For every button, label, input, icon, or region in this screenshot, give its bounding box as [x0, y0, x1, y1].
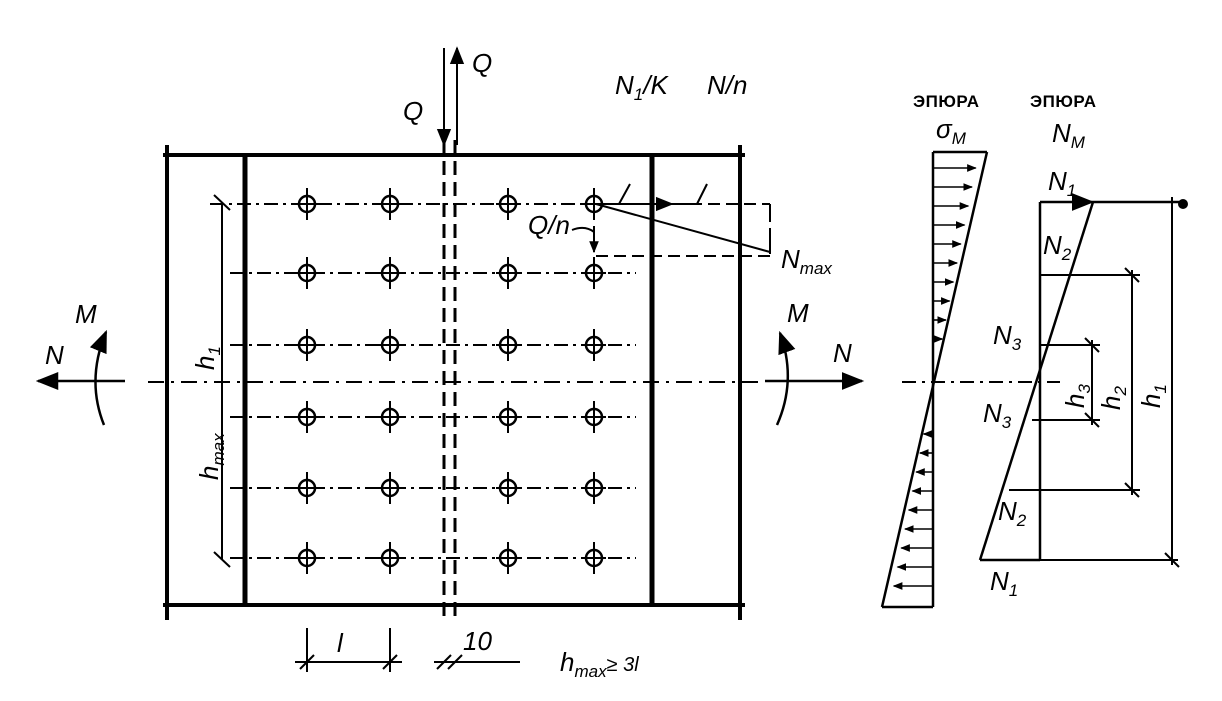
n-diagram-symbol: NM — [1052, 118, 1086, 152]
n3-bottom-label: N3 — [983, 398, 1012, 432]
bolt — [378, 401, 402, 433]
n1-bottom-label: N1 — [990, 566, 1018, 600]
nmax-label: Nmax — [781, 244, 832, 278]
bolt — [496, 329, 520, 361]
bolt — [582, 542, 606, 574]
n-diagram-title: ЭПЮРА — [1030, 92, 1096, 111]
bolt — [295, 257, 319, 289]
h3-label: h3 — [1060, 384, 1094, 408]
bolt — [496, 472, 520, 504]
n3-top-label: N3 — [993, 320, 1022, 354]
bolt — [295, 542, 319, 574]
n-over-n-label: N/n — [707, 70, 747, 100]
bolt — [582, 472, 606, 504]
bolt-spacing-label: l — [337, 628, 344, 658]
n-left-label: N — [45, 340, 64, 370]
h1-label: h1 — [1136, 384, 1170, 408]
bolt — [582, 257, 606, 289]
bolt — [582, 329, 606, 361]
h2-label: h2 — [1096, 386, 1130, 410]
bolt-grid — [295, 188, 606, 574]
q-over-n-label: Q/n — [528, 210, 570, 240]
edge-gap-label: 10 — [463, 626, 492, 656]
bolt — [378, 542, 402, 574]
q-up-label: Q — [472, 48, 492, 78]
q-down-label: Q — [403, 96, 423, 126]
n2-bottom-label: N2 — [998, 496, 1027, 530]
sigma-stress-diagram — [880, 150, 989, 609]
bolt — [496, 188, 520, 220]
bolt — [295, 401, 319, 433]
joint-gap-lines — [442, 140, 457, 620]
bolt — [378, 472, 402, 504]
bolt-force-diagram — [902, 193, 1188, 568]
sigma-diagram-symbol: σM — [936, 114, 967, 148]
bolt-force-resolution — [571, 183, 771, 257]
right-external-loads — [765, 330, 865, 426]
bolt — [378, 257, 402, 289]
left-external-loads — [35, 329, 125, 426]
n2-top-label: N2 — [1043, 230, 1072, 264]
bolt — [295, 329, 319, 361]
hmax-dimension — [213, 194, 231, 568]
hmax-condition-label: hmax≥ 3l — [560, 647, 639, 681]
bolt — [378, 329, 402, 361]
h1-left-label: h1 — [190, 346, 224, 370]
splice-plate — [163, 145, 745, 620]
sigma-diagram-title: ЭПЮРА — [913, 92, 979, 111]
bottom-dimensions — [295, 628, 520, 672]
n-right-label: N — [833, 338, 852, 368]
m-left-label: M — [75, 299, 97, 329]
bolt — [496, 401, 520, 433]
n1-over-k-label: N1/K — [615, 70, 669, 104]
bolt — [378, 188, 402, 220]
shear-arrows — [436, 46, 465, 147]
hmax-left-label: hmax — [194, 433, 228, 480]
n1-top-label: N1 — [1048, 166, 1076, 200]
bolt — [295, 472, 319, 504]
bolt — [496, 542, 520, 574]
bolt — [496, 257, 520, 289]
m-right-label: M — [787, 298, 809, 328]
bolt — [582, 401, 606, 433]
bolt — [295, 188, 319, 220]
